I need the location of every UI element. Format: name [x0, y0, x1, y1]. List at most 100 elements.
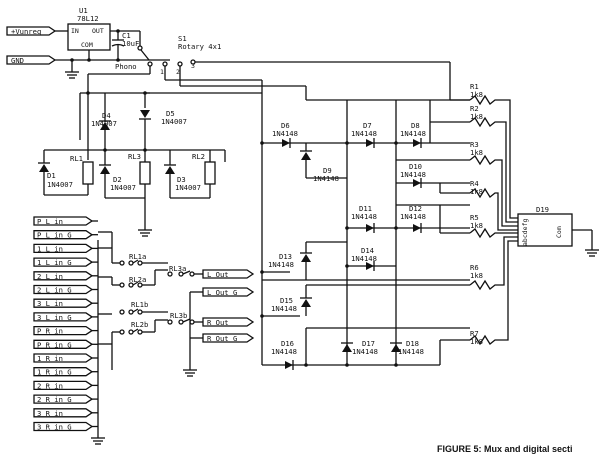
input-connector: 2 L in — [33, 271, 98, 281]
d7-symbol — [366, 139, 374, 147]
u1-pin-out: OUT — [92, 27, 104, 35]
resistor-r2: R2 1k8 — [429, 99, 518, 223]
output-connectors: L Out L Out G R Out R Out G — [202, 269, 255, 343]
d17-part: 1N4148 — [352, 347, 378, 356]
input-label: 2 R in G — [37, 395, 72, 404]
input-connector: 3 L in — [33, 298, 98, 308]
svg-text:1k8: 1k8 — [470, 337, 483, 346]
input-connector: 1 L in G — [33, 257, 98, 267]
d8-part: 1N4148 — [400, 129, 426, 138]
input-connector: 3 R in — [33, 408, 98, 418]
rl1-ref: RL1 — [70, 154, 83, 163]
input-connector: P L in G — [33, 230, 98, 240]
d3-part: 1N4007 — [175, 183, 201, 192]
d12-symbol — [413, 224, 421, 232]
d10-symbol — [413, 179, 421, 187]
d14-ref: D14 — [361, 246, 374, 255]
d2-ref: D2 — [113, 175, 122, 184]
input-connector: 2 L in G — [33, 284, 98, 295]
gnd-label: GND — [11, 56, 24, 65]
output-l-out — [202, 269, 255, 279]
relay-contacts: RL1a RL2a RL3a RL1b RL2b — [91, 231, 203, 445]
d18-ref: D18 — [406, 339, 419, 348]
diode-matrix: D6 1N4148 D7 1N4148 D8 1N4148 D9 1N4148 … — [260, 80, 470, 370]
d1-part: 1N4007 — [47, 180, 73, 189]
svg-text:L Out G: L Out G — [207, 288, 237, 297]
svg-text:R2: R2 — [470, 104, 479, 113]
resistor-r6: R6 1k8 — [469, 236, 518, 291]
d8-symbol — [413, 139, 421, 147]
d4-part: 1N4007 — [91, 119, 117, 128]
d10-part: 1N4148 — [400, 170, 426, 179]
d2-part: 1N4007 — [110, 183, 136, 192]
d7-part: 1N4148 — [351, 129, 377, 138]
svg-text:R6: R6 — [470, 263, 479, 272]
svg-text:R3: R3 — [470, 140, 479, 149]
input-connector: P R in — [33, 325, 98, 336]
input-label: 2 R in — [37, 381, 63, 390]
d5-ref: D5 — [166, 109, 175, 118]
svg-text:1k8: 1k8 — [470, 148, 483, 157]
d15-part: 1N4148 — [271, 304, 297, 313]
d6-ref: D6 — [281, 121, 290, 130]
d19-ref: D19 — [536, 205, 549, 214]
svg-text:1k8: 1k8 — [470, 221, 483, 230]
d11-ref: D11 — [359, 204, 372, 213]
input-connector: 2 R in — [33, 380, 98, 390]
input-label: P L in — [37, 217, 63, 226]
svg-text:1k8: 1k8 — [470, 90, 483, 99]
input-label: 3 L in G — [37, 313, 72, 322]
c1-value: 10uF — [122, 39, 139, 48]
d15-symbol — [301, 299, 311, 307]
d9-symbol — [301, 152, 311, 160]
relay-coil-rl3 — [139, 161, 151, 185]
input-label: 1 L in G — [37, 258, 72, 267]
relay-coil-rl2 — [204, 161, 216, 185]
input-label: P R in — [37, 327, 63, 336]
output-l-out-g — [202, 287, 255, 297]
input-label: 3 R in — [37, 409, 63, 418]
input-label: P L in G — [37, 231, 72, 240]
u1-ref: U1 — [79, 6, 88, 15]
d10-ref: D10 — [409, 162, 422, 171]
u1-part: 78L12 — [77, 14, 99, 23]
u1-pin-com: COM — [81, 41, 93, 49]
contact-rl3b: RL3b — [170, 311, 187, 320]
s1-pos3: 3 — [191, 62, 195, 70]
d3-ref: D3 — [177, 175, 186, 184]
input-label: 2 L in G — [37, 286, 72, 295]
input-label: 1 R in G — [37, 368, 72, 377]
svg-text:R4: R4 — [470, 179, 479, 188]
d17-ref: D17 — [362, 339, 375, 348]
d8-ref: D8 — [411, 121, 420, 130]
resistor-display-section: R1 1k8 R2 1k8 R3 1k8 R4 1k8 R5 — [429, 82, 599, 346]
vunreg-connector — [6, 26, 57, 36]
d4-symbol — [100, 122, 110, 130]
svg-text:L Out: L Out — [207, 270, 229, 279]
resistor-r1: R1 1k8 — [469, 82, 518, 219]
input-connector: P L in — [33, 216, 98, 226]
d2-symbol — [100, 166, 110, 174]
svg-text:R7: R7 — [470, 329, 479, 338]
d1-symbol — [39, 164, 49, 172]
relay-driver-section: D4 1N4007 D5 1N4007 D1 1N4007 RL1 D2 1N4 — [38, 61, 451, 237]
d9-ref: D9 — [323, 166, 332, 175]
resistor-r7: R7 1k8 — [469, 240, 518, 346]
d4-ref: D4 — [102, 111, 111, 120]
resistor-r3: R3 1k8 — [469, 140, 518, 227]
d7-ref: D7 — [363, 121, 372, 130]
contact-rl2a: RL2a — [129, 275, 146, 284]
s1-common — [137, 45, 143, 51]
s1-phono-label: Phono — [115, 62, 137, 71]
d13-part: 1N4148 — [268, 260, 294, 269]
d9-part: 1N4148 — [313, 174, 339, 183]
d16-ref: D16 — [281, 339, 294, 348]
d6-symbol — [282, 139, 290, 147]
d16-part: 1N4148 — [271, 347, 297, 356]
d18-part: 1N4148 — [398, 347, 424, 356]
d15-ref: D15 — [280, 296, 293, 305]
input-connector: 1 R in G — [33, 367, 98, 377]
contact-rl2b: RL2b — [131, 320, 148, 329]
d13-symbol — [301, 254, 311, 262]
